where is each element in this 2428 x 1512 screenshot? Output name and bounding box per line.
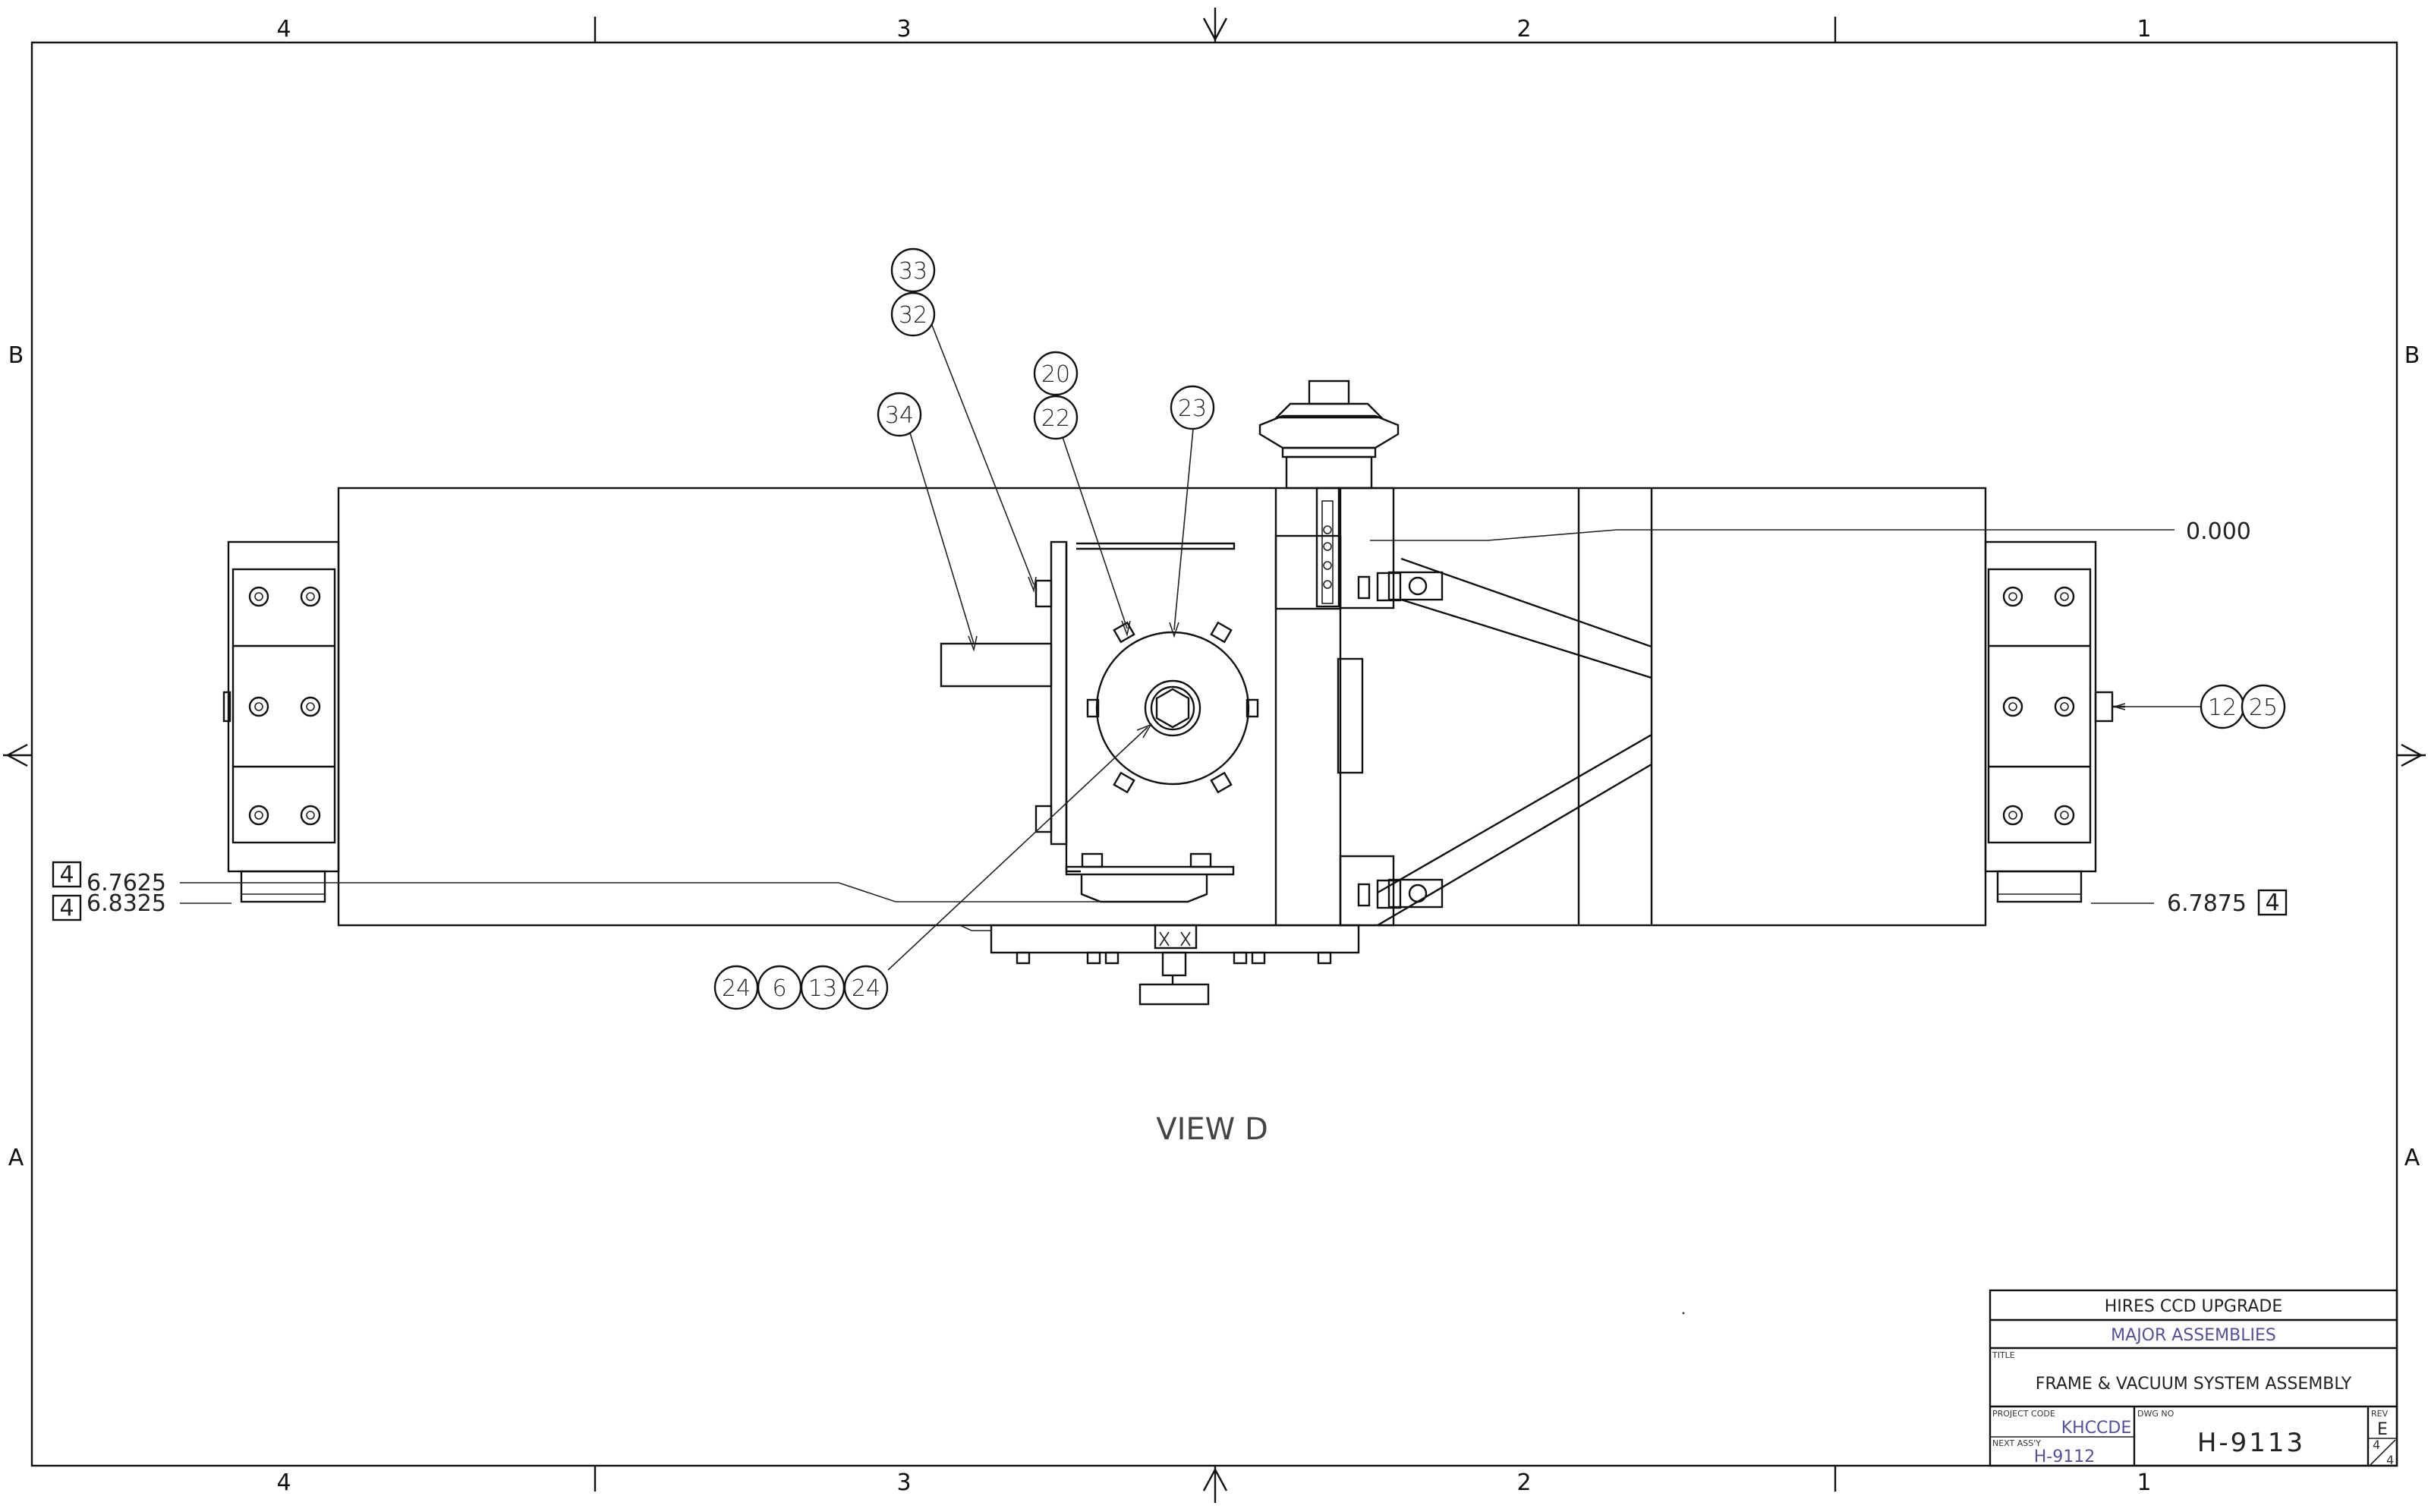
dwg-no-caption: DWG NO: [2137, 1409, 2174, 1419]
sheet-total: 4: [2386, 1453, 2394, 1467]
next-assy-caption: NEXT ASS'Y: [1992, 1438, 2041, 1448]
title-block-title-caption: TITLE: [1992, 1350, 2015, 1360]
balloon-34: 34: [877, 392, 922, 437]
drawing-border: [30, 41, 2398, 1467]
zone-ticks: [594, 17, 1837, 1492]
balloon-24-first-label: 24: [722, 975, 751, 1002]
zone-bottom-4: 4: [276, 1469, 291, 1496]
balloon-32-label: 32: [899, 302, 927, 329]
zone-right-b: B: [2404, 342, 2420, 369]
balloon-25: 25: [2241, 684, 2286, 729]
balloon-34-label: 34: [885, 402, 914, 429]
balloon-12-label: 12: [2208, 695, 2237, 721]
zone-top-3: 3: [896, 16, 911, 43]
center-post: [1274, 487, 1395, 927]
zone-right-a: A: [2404, 1145, 2420, 1171]
balloon-6: 6: [757, 965, 802, 1010]
balloon-24-second-label: 24: [852, 975, 880, 1002]
dim-left-upper-box-label: 4: [59, 862, 74, 888]
vacuum-flange: [1086, 621, 1259, 794]
title-block-title: FRAME & VACUUM SYSTEM ASSEMBLY: [2036, 1375, 2352, 1394]
balloon-23-label: 23: [1178, 395, 1207, 422]
support-struts: [1357, 557, 1652, 927]
left-end-plate: [222, 540, 340, 903]
view-label: VIEW D: [1156, 1112, 1268, 1147]
title-block: HIRES CCD UPGRADE MAJOR ASSEMBLIES TITLE…: [1989, 1289, 2398, 1467]
balloon-20-label: 20: [1041, 361, 1070, 388]
dim-left-upper-box: [52, 861, 82, 888]
zone-top-1: 1: [2137, 16, 2151, 43]
project-code-value: KHCCDE: [2061, 1419, 2132, 1438]
next-assy-value: H-9112: [2034, 1447, 2095, 1466]
zone-top-4: 4: [276, 16, 291, 43]
bottom-rail: [959, 924, 1360, 1006]
balloon-6-label: 6: [772, 975, 786, 1002]
balloon-24-first: 24: [713, 965, 759, 1010]
balloon-12: 12: [2200, 684, 2245, 729]
balloon-32: 32: [890, 291, 936, 337]
zone-top-2: 2: [1516, 16, 1531, 43]
center-marks: [3, 8, 2426, 1503]
zone-bottom-2: 2: [1516, 1469, 1531, 1496]
dwg-no-value: H-9113: [2197, 1428, 2305, 1458]
dim-left-lower-box: [52, 894, 82, 921]
zone-bottom-1: 1: [2137, 1469, 2151, 1496]
stray-dot: [1682, 1312, 1685, 1315]
balloon-23: 23: [1170, 385, 1215, 430]
balloon-33-label: 33: [899, 258, 927, 285]
top-fitting: [1258, 380, 1400, 490]
dim-left-upper: 6.7625: [87, 870, 166, 896]
dim-left-lower-box-label: 4: [59, 895, 74, 921]
zone-bottom-3: 3: [896, 1469, 911, 1496]
zone-left-a: A: [8, 1145, 24, 1171]
sheet-number: 4: [2373, 1438, 2380, 1452]
title-block-subtitle: MAJOR ASSEMBLIES: [2111, 1326, 2276, 1345]
balloon-25-label: 25: [2249, 695, 2278, 721]
dim-right-box-label: 4: [2265, 890, 2279, 916]
frame-assembly: [222, 380, 2125, 1006]
mounting-plate: [1034, 540, 1236, 903]
dim-left-lower: 6.8325: [87, 890, 166, 917]
title-block-project: HIRES CCD UPGRADE: [2105, 1297, 2283, 1316]
dim-top-ref: 0.000: [2186, 518, 2251, 545]
rev-caption: REV: [2371, 1409, 2389, 1419]
balloon-22-label: 22: [1041, 405, 1070, 432]
balloon-13-label: 13: [808, 975, 837, 1002]
leader-lines: [180, 305, 2201, 971]
balloon-22: 22: [1033, 395, 1079, 440]
dim-right: 6.7875: [2167, 890, 2247, 917]
balloon-13: 13: [800, 965, 846, 1010]
project-code-caption: PROJECT CODE: [1992, 1409, 2055, 1419]
rev-value: E: [2377, 1420, 2388, 1439]
dim-right-box: [2257, 889, 2288, 916]
balloon-24-second: 24: [843, 965, 889, 1010]
balloon-20: 20: [1033, 351, 1079, 396]
zone-left-b: B: [8, 342, 24, 369]
right-end-plate: [1984, 540, 2125, 903]
balloon-33: 33: [890, 247, 936, 293]
